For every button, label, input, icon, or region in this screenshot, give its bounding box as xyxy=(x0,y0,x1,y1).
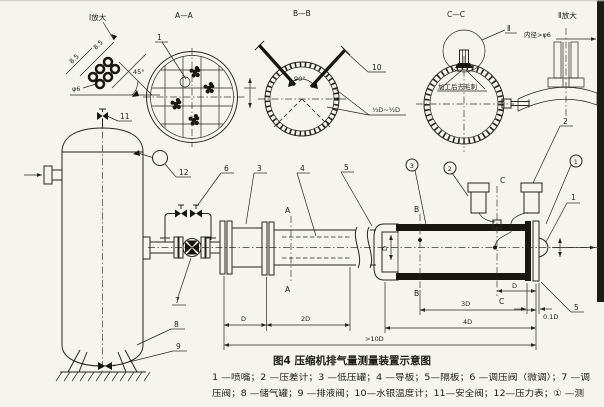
nozzle-assembly: 0.1D 5 xyxy=(514,220,595,321)
low-pressure-tank: D B B C C 3 2 1 xyxy=(373,117,583,306)
detail-II-label: Ⅱ放大 xyxy=(558,10,577,20)
section-mark-B-top: B xyxy=(414,205,419,214)
section-BB-view: B—B 90° 10 ⅓D~½D xyxy=(254,9,406,137)
callout-6: 6 xyxy=(224,164,229,173)
dim-phi6: φ6 xyxy=(72,85,80,93)
section-mark-A-top: A xyxy=(285,206,291,215)
bore-note: 内径>φ6 xyxy=(524,30,551,39)
section-mark-A-bottom: A xyxy=(285,285,291,294)
storage-tank: 11 12 xyxy=(24,108,191,382)
dim-rightD: D xyxy=(512,282,517,290)
detail-II-ref: Ⅱ xyxy=(507,24,511,33)
thermometer-rods xyxy=(257,43,347,89)
caption-line1: 1 —喷嘴；2 —压差计；3 —低压罐；4 —导板；5—隔板；6 —调压阀（微调… xyxy=(212,372,590,383)
scan-edge-right xyxy=(597,0,604,302)
callout-12: 12 xyxy=(179,168,189,177)
condensation-pot-1 xyxy=(467,182,490,214)
callout-11: 11 xyxy=(120,112,130,121)
section-mark-C-top: C xyxy=(500,176,505,185)
dim-4D: 4D xyxy=(463,318,472,326)
tap-point-2: 2 xyxy=(443,161,469,197)
inlet-pipe xyxy=(24,165,63,185)
caption-title: 图4 压缩机排气量测量装置示意图 xyxy=(273,354,431,367)
callout-1-main: 1 xyxy=(571,193,576,202)
valve-train: 6 7 xyxy=(142,164,234,306)
callout-1-aa: 1 xyxy=(157,33,162,42)
nozzle-holes xyxy=(87,56,121,90)
callout-8: 8 xyxy=(174,320,179,329)
pressure-gauge xyxy=(133,150,168,166)
callout-7: 7 xyxy=(175,296,180,305)
callout-10: 10 xyxy=(372,63,382,72)
dim-8p5-a: 8.5 xyxy=(92,38,105,51)
pressure-tap-top xyxy=(455,49,473,68)
detail-I-label: Ⅰ放大 xyxy=(89,12,107,22)
dim-2D: 2D xyxy=(301,315,310,323)
tap-point-3: 3 xyxy=(405,158,427,226)
tap-C xyxy=(492,219,502,230)
dimensions: D 2D >10D 3D 4D D xyxy=(223,267,537,350)
callout-4: 4 xyxy=(300,164,305,173)
section-CC-view: C—C Ⅱ 加工后去毛刺 xyxy=(416,10,530,152)
caption: 图4 压缩机排气量测量装置示意图 1 —喷嘴；2 —压差计；3 —低压罐；4 —… xyxy=(212,354,590,399)
callout-5-end: 5 xyxy=(574,303,579,312)
callout-3: 3 xyxy=(257,164,262,173)
tap-point-1: 1 xyxy=(545,154,583,225)
tap3-num: 3 xyxy=(410,162,414,170)
caption-line2: 压阀；8 —储气罐；9 —排液阀；10—水银温度计；11—安全阀；12—压力表；… xyxy=(212,388,584,399)
section-BB-label: B—B xyxy=(293,9,311,18)
condensation-pot-2 xyxy=(520,182,543,214)
callout-9: 9 xyxy=(176,342,181,351)
section-AA-view: A—A 1 xyxy=(143,11,256,147)
tap1-num: 1 xyxy=(574,158,578,166)
dim-45deg: 45° xyxy=(133,68,145,76)
drain-valve xyxy=(98,362,112,370)
dim-8p5-b: 8.5 xyxy=(68,52,81,65)
tap-fitting xyxy=(547,41,585,88)
nozzle-groups xyxy=(170,66,215,126)
detail-I-view: Ⅰ放大 8.5 8.5 φ6 45° xyxy=(65,12,160,97)
dim-10D: >10D xyxy=(365,335,384,343)
section-mark-C-bottom: C xyxy=(499,297,504,306)
section-AA-label: A—A xyxy=(175,11,194,20)
bypass-line xyxy=(160,204,216,242)
dim-3D: 3D xyxy=(461,300,470,308)
deburr-note: 加工后去毛刺 xyxy=(438,82,477,91)
safety-valve xyxy=(97,108,108,128)
tap-tube xyxy=(478,212,496,223)
depth-dim: ⅓D~½D xyxy=(372,106,400,114)
section-CC-label: C—C xyxy=(447,10,465,19)
pipe-wall xyxy=(517,86,598,112)
nozzle-profile xyxy=(538,237,549,258)
pressure-tap-side xyxy=(501,98,530,109)
dim-0p1D: 0.1D xyxy=(543,313,558,321)
ground-hatch xyxy=(55,371,151,382)
section-mark-B-bottom: B xyxy=(414,289,419,298)
end-baffle-left xyxy=(373,223,399,281)
dim-D: D xyxy=(241,315,246,323)
tap2-num: 2 xyxy=(448,165,452,173)
detail-II-view: Ⅱ放大 内径>φ6 xyxy=(517,10,598,116)
angle-90: 90° xyxy=(294,75,306,83)
pipe-break xyxy=(354,226,361,269)
callout-2: 2 xyxy=(563,117,568,126)
dim-dia: D xyxy=(381,246,389,251)
callout-5: 5 xyxy=(344,163,349,172)
probe-tube xyxy=(494,212,529,248)
measuring-pipe: A A 3 4 5 xyxy=(219,163,376,294)
tank-support xyxy=(55,349,151,382)
